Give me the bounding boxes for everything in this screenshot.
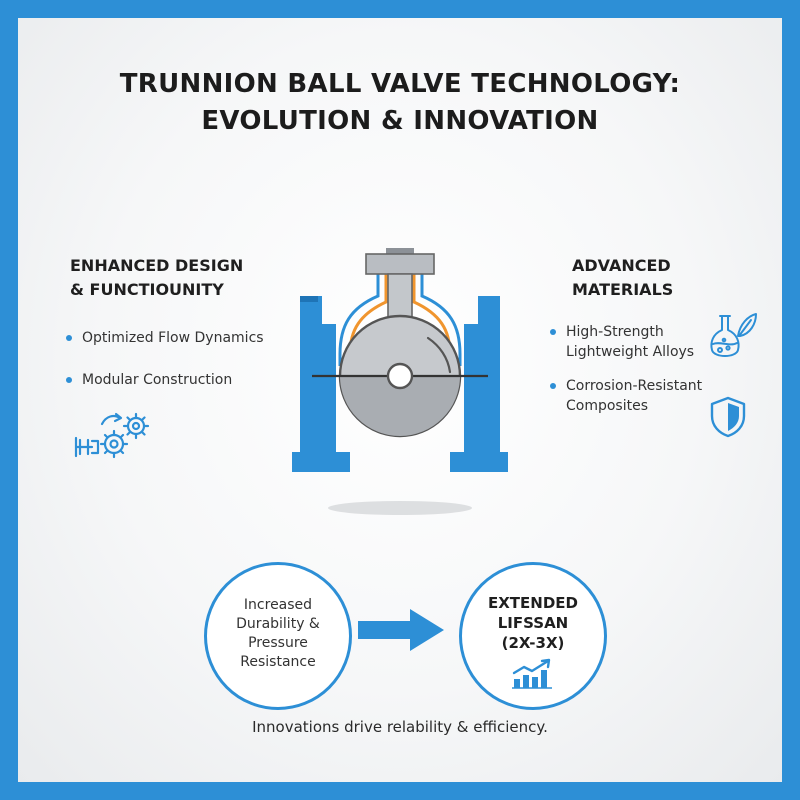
bullet-dot bbox=[550, 329, 556, 335]
durability-text: Increased Durability & Pressure Resistan… bbox=[207, 596, 349, 672]
flask-leaf-icon bbox=[710, 313, 757, 357]
title-line-1: TRUNNION BALL VALVE TECHNOLOGY: bbox=[119, 69, 681, 99]
right-bullet-2-line-2: Composites bbox=[566, 398, 649, 414]
left-bullet-2-text: Modular Construction bbox=[82, 372, 233, 388]
lifespan-circle: EXTENDED LIFSSAN (2X-3X) bbox=[459, 562, 607, 710]
right-bullet-2-line-1: Corrosion-Resistant bbox=[566, 378, 703, 394]
right-heading-line-1: ADVANCED bbox=[572, 256, 671, 275]
right-bullet-1-line-1: High-Strength bbox=[566, 324, 664, 340]
durability-line-4: Resistance bbox=[240, 654, 316, 670]
page-title: TRUNNION BALL VALVE TECHNOLOGY: EVOLUTIO… bbox=[18, 66, 782, 140]
right-heading: ADVANCED MATERIALS bbox=[572, 254, 673, 302]
bullet-dot bbox=[66, 335, 72, 341]
durability-line-3: Pressure bbox=[248, 635, 308, 651]
title-line-2: EVOLUTION & INNOVATION bbox=[201, 106, 599, 136]
right-bullet-1: High-Strength Lightweight Alloys bbox=[550, 322, 695, 362]
left-bullet-1-text: Optimized Flow Dynamics bbox=[82, 330, 264, 346]
gears-pipe-icon bbox=[74, 412, 150, 459]
durability-circle: Increased Durability & Pressure Resistan… bbox=[204, 562, 352, 710]
left-heading-line-1: ENHANCED DESIGN bbox=[70, 256, 244, 275]
right-flange bbox=[478, 296, 500, 472]
durability-line-2: Durability & bbox=[236, 616, 320, 632]
lifespan-line-3: (2X-3X) bbox=[501, 634, 565, 652]
left-heading: ENHANCED DESIGN & FUNCTIOUNITY bbox=[70, 254, 243, 302]
ball-bore bbox=[386, 362, 414, 390]
bullet-dot bbox=[66, 377, 72, 383]
right-bullet-1-line-2: Lightweight Alloys bbox=[566, 344, 695, 360]
left-bullet-2: Modular Construction bbox=[66, 370, 233, 390]
lifespan-text: EXTENDED LIFSSAN (2X-3X) bbox=[462, 593, 604, 653]
left-heading-line-2: & FUNCTIOUNITY bbox=[70, 280, 224, 299]
right-heading-line-2: MATERIALS bbox=[572, 280, 674, 299]
shield-icon bbox=[710, 396, 746, 438]
bullet-dot bbox=[550, 383, 556, 389]
left-flange bbox=[300, 296, 322, 472]
tagline: Innovations drive relability & efficienc… bbox=[252, 718, 548, 736]
valve-body-outline bbox=[338, 270, 462, 366]
left-flange-foot bbox=[292, 452, 350, 472]
bar-chart-trend-icon bbox=[512, 658, 552, 689]
valve-stem bbox=[387, 273, 413, 323]
infographic-frame: TRUNNION BALL VALVE TECHNOLOGY: EVOLUTIO… bbox=[18, 18, 782, 782]
valve-shadow bbox=[328, 501, 472, 515]
right-bullet-2: Corrosion-Resistant Composites bbox=[550, 376, 703, 416]
ball-valve-diagram bbox=[292, 248, 508, 515]
left-bullet-1: Optimized Flow Dynamics bbox=[66, 328, 264, 348]
stem-cap bbox=[365, 253, 435, 275]
lifespan-line-1: EXTENDED bbox=[488, 594, 578, 612]
right-flange-foot bbox=[450, 452, 508, 472]
lifespan-line-2: LIFSSAN bbox=[497, 614, 569, 632]
durability-line-1: Increased bbox=[243, 597, 313, 613]
arrow-right-icon bbox=[358, 609, 444, 651]
